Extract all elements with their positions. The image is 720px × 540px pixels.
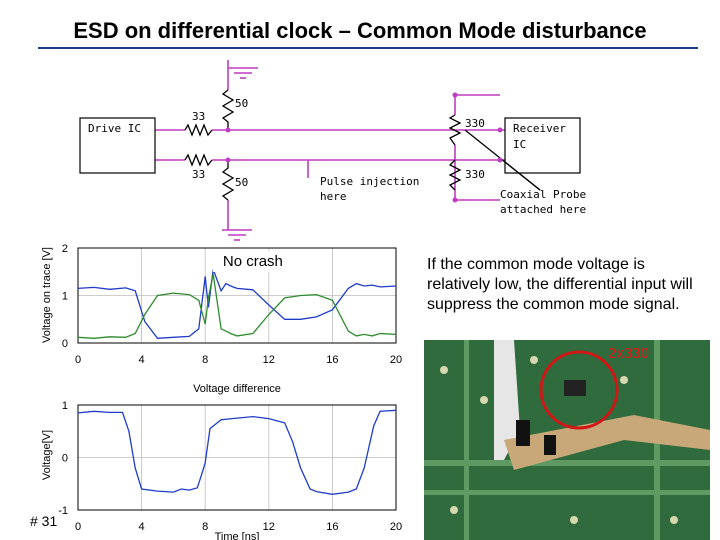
probe-label-line2: attached here [500, 203, 586, 216]
chart1-tick-y: -1 [58, 505, 68, 517]
probe-label-line1: Coaxial Probe [500, 188, 586, 201]
chart1-tick-x: 12 [263, 521, 275, 533]
receiver-ic-label-line2: IC [513, 138, 526, 151]
resistor-label-shunt-bottom: 50 [235, 176, 248, 189]
chart1-frame [77, 404, 397, 511]
chart0-annotation-bg [212, 251, 295, 272]
chart1-tick-y: 0 [62, 453, 68, 465]
chart1-tick-y: 1 [62, 400, 68, 412]
resistor-label-series-bottom: 33 [192, 168, 205, 181]
chart0-tick-y: 2 [62, 243, 68, 255]
chart1-title: Voltage difference [193, 383, 281, 395]
resistor-label-term-top: 330 [465, 117, 485, 130]
chart0-series-1 [77, 273, 397, 339]
chart0-ylabel: Voltage on trace [V] [41, 247, 53, 343]
page-number: # 31 [30, 513, 58, 529]
drive-ic-label: Drive IC [88, 122, 141, 135]
chart0-series-0 [77, 269, 397, 339]
chart0-tick-x: 20 [390, 354, 402, 366]
chart1-tick-x: 20 [390, 521, 402, 533]
chart0-tick-x: 8 [202, 354, 208, 366]
pcb-photo: 2x330 [424, 340, 710, 540]
pulse-injection-label-line1: Pulse injection [320, 175, 419, 188]
resistor-label-term-bottom: 330 [465, 168, 485, 181]
explanation-note: If the common mode voltage is relatively… [427, 256, 693, 313]
title-underline [38, 47, 698, 49]
receiver-ic-label-line1: Receiver [513, 122, 566, 135]
slide-title: ESD on differential clock – Common Mode … [73, 18, 647, 43]
chart1-tick-x: 0 [75, 521, 81, 533]
chart1-tick-x: 8 [202, 521, 208, 533]
photo-annotation-label: 2x330 [608, 345, 649, 362]
chart0-tick-y: 1 [62, 291, 68, 303]
chart0-tick-x: 0 [75, 354, 81, 366]
resistor-label-shunt-top: 50 [235, 97, 248, 110]
chart1-xlabel: Time [ns] [215, 531, 260, 540]
chart0-tick-y: 0 [62, 338, 68, 350]
chart0-tick-x: 16 [326, 354, 338, 366]
chart0-tick-x: 4 [139, 354, 145, 366]
chart0-tick-x: 12 [263, 354, 275, 366]
resistor-label-series-top: 33 [192, 110, 205, 123]
chart0-frame [77, 247, 397, 344]
chart1-tick-x: 4 [139, 521, 145, 533]
chart1-series-0 [77, 409, 397, 495]
chart1-tick-x: 16 [326, 521, 338, 533]
pulse-injection-label-line2: here [320, 190, 347, 203]
chart1-ylabel: Voltage[V] [41, 430, 53, 480]
circuit-schematic: Drive IC Receiver IC 33 33 50 50 330 330… [79, 60, 586, 241]
chart0-annotation: No crash [223, 253, 283, 270]
